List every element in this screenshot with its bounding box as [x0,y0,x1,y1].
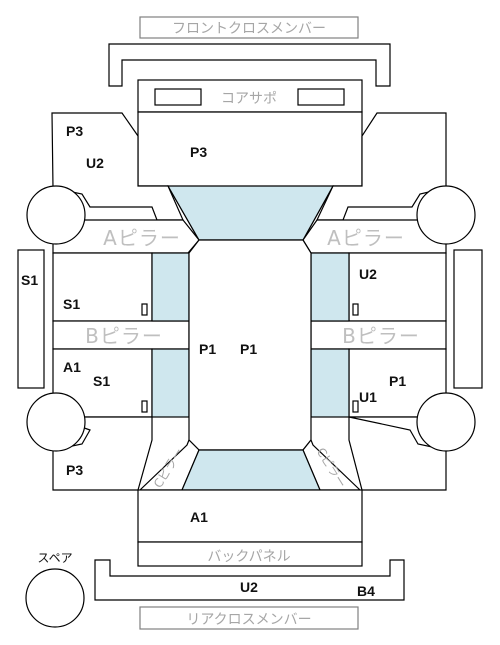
marker-rear-bumper-b4: B4 [357,583,375,599]
rear-cross-member[interactable]: リアクロスメンバー [139,606,359,630]
rear-bumper[interactable] [94,559,405,601]
back-panel-label: バックパネル [207,549,290,565]
marker-roof-p1-a: P1 [199,341,216,357]
right-sill[interactable] [453,249,483,389]
b-pillar-right-label: Bピラー [342,324,420,348]
marker-front-left-u2: U2 [86,155,104,171]
spare-tire[interactable] [25,568,85,628]
front-right-window[interactable] [310,252,350,322]
rear-left-fender[interactable] [52,416,153,491]
marker-rear-left-door-a1: A1 [63,359,81,375]
front-cross-member-label: フロントクロスメンバー [172,21,326,37]
rear-left-wheel[interactable] [26,392,86,452]
marker-left-sill-s1: S1 [21,272,38,288]
rear-window[interactable] [181,449,321,491]
front-left-wheel[interactable] [26,185,86,245]
front-left-door[interactable] [52,252,153,322]
back-panel[interactable]: バックパネル [137,541,363,567]
spare-label: スペア [37,551,72,565]
rear-left-door-handle [141,400,148,413]
marker-roof-p1-b: P1 [240,341,257,357]
front-bumper[interactable] [108,43,391,87]
core-support-label: コアサポ [221,91,277,107]
front-right-door[interactable] [348,252,447,322]
a-pillar-left-label: Aピラー [103,226,181,250]
b-pillar-left[interactable] [52,320,190,350]
rear-right-window[interactable] [310,348,350,418]
a-pillar-right-label: Aピラー [327,226,405,250]
marker-rear-right-door-u1: U1 [359,389,377,405]
left-sill[interactable] [17,249,45,389]
rear-left-window[interactable] [151,348,190,418]
front-cross-member[interactable]: フロントクロスメンバー [139,16,359,39]
front-left-door-handle [141,303,148,316]
marker-rear-left-p3: P3 [66,462,83,478]
marker-trunk-a1: A1 [190,509,208,525]
rear-cross-member-label: リアクロスメンバー [186,612,311,628]
marker-rear-left-door-s1: S1 [93,373,110,389]
b-pillar-left-label: Bピラー [85,324,163,348]
marker-front-left-p3: P3 [66,123,83,139]
core-support[interactable]: コアサポ [137,79,363,113]
trunk[interactable] [137,489,363,543]
marker-rear-bumper-u2: U2 [240,579,258,595]
marker-rear-right-door-p1: P1 [389,373,406,389]
rear-right-wheel[interactable] [416,392,476,452]
front-right-fender[interactable] [316,112,447,221]
front-left-window[interactable] [151,252,190,322]
marker-front-left-door-s1: S1 [63,296,80,312]
front-right-door-handle [352,303,359,316]
marker-hood-p3: P3 [190,144,207,160]
marker-front-right-door-u2: U2 [359,266,377,282]
rear-right-door-handle [352,400,359,413]
front-right-wheel[interactable] [416,185,476,245]
